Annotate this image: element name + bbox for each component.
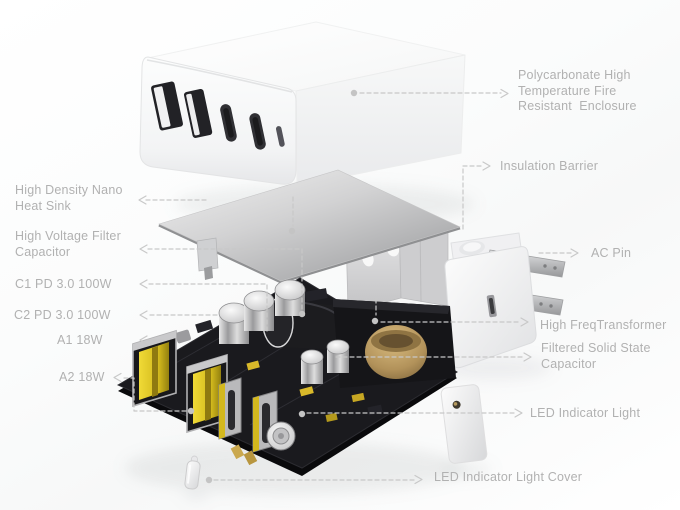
- leader-insulation-barrier: [462, 161, 491, 230]
- label-c1-port: C1 PD 3.0 100W: [15, 277, 112, 291]
- leader-transformer: [371, 298, 529, 327]
- leader-hv-capacitor: [139, 244, 306, 318]
- leader-led-light: [298, 408, 523, 418]
- leader-lines: [113, 88, 579, 485]
- plug-plate: [444, 246, 537, 369]
- label-led-cover: LED Indicator Light Cover: [434, 470, 583, 484]
- led-window-slot: [275, 126, 285, 147]
- board-usb-c1: [218, 377, 242, 440]
- label-a1-port: A1 18W: [57, 333, 103, 347]
- pcb-assembly: [116, 277, 458, 476]
- label-insulation-barrier: Insulation Barrier: [500, 159, 599, 173]
- label-heat-sink: High Density Nano Heat Sink: [15, 183, 123, 213]
- gold-connector-pins: [230, 444, 258, 466]
- charger-body: [139, 21, 466, 187]
- usb-a-port-1: [151, 81, 183, 131]
- label-led-light: LED Indicator Light: [530, 406, 641, 420]
- label-filtered-capacitor: Filtered Solid State Capacitor: [541, 341, 651, 371]
- label-ac-pin: AC Pin: [591, 246, 632, 260]
- label-hv-capacitor: High Voltage Filter Capacitor: [15, 229, 121, 259]
- label-a2-port: A2 18W: [59, 370, 105, 384]
- leader-alignment: [288, 196, 296, 235]
- leader-heat-sink: [138, 195, 207, 205]
- mid-capacitors: [300, 339, 350, 384]
- usb-a-port-2: [183, 88, 213, 138]
- usb-c-port-1: [220, 104, 237, 142]
- leader-c2: [139, 310, 218, 320]
- label-transformer: High FreqTransformer: [540, 318, 667, 332]
- label-enclosure: Polycarbonate High Temperature Fire Resi…: [518, 68, 637, 113]
- leader-c1: [139, 279, 268, 332]
- leader-filtered-capacitor: [335, 352, 532, 362]
- leader-led-cover: [205, 474, 423, 485]
- leader-a1: [139, 335, 164, 345]
- label-c2-port: C2 PD 3.0 100W: [14, 308, 111, 322]
- leader-ac-pin: [538, 248, 579, 258]
- led-indicator-light-cover: [184, 455, 201, 490]
- usb-c-port-2: [249, 113, 266, 150]
- high-freq-transformer: [333, 299, 456, 388]
- led-indicator-light-board: [440, 384, 488, 464]
- board-usb-a1: [132, 329, 177, 408]
- ac-plug-assembly: [444, 232, 566, 369]
- leader-a2: [113, 372, 195, 415]
- front-capacitor: [266, 421, 296, 451]
- leader-enclosure: [350, 88, 509, 99]
- board-usb-a2: [186, 353, 228, 434]
